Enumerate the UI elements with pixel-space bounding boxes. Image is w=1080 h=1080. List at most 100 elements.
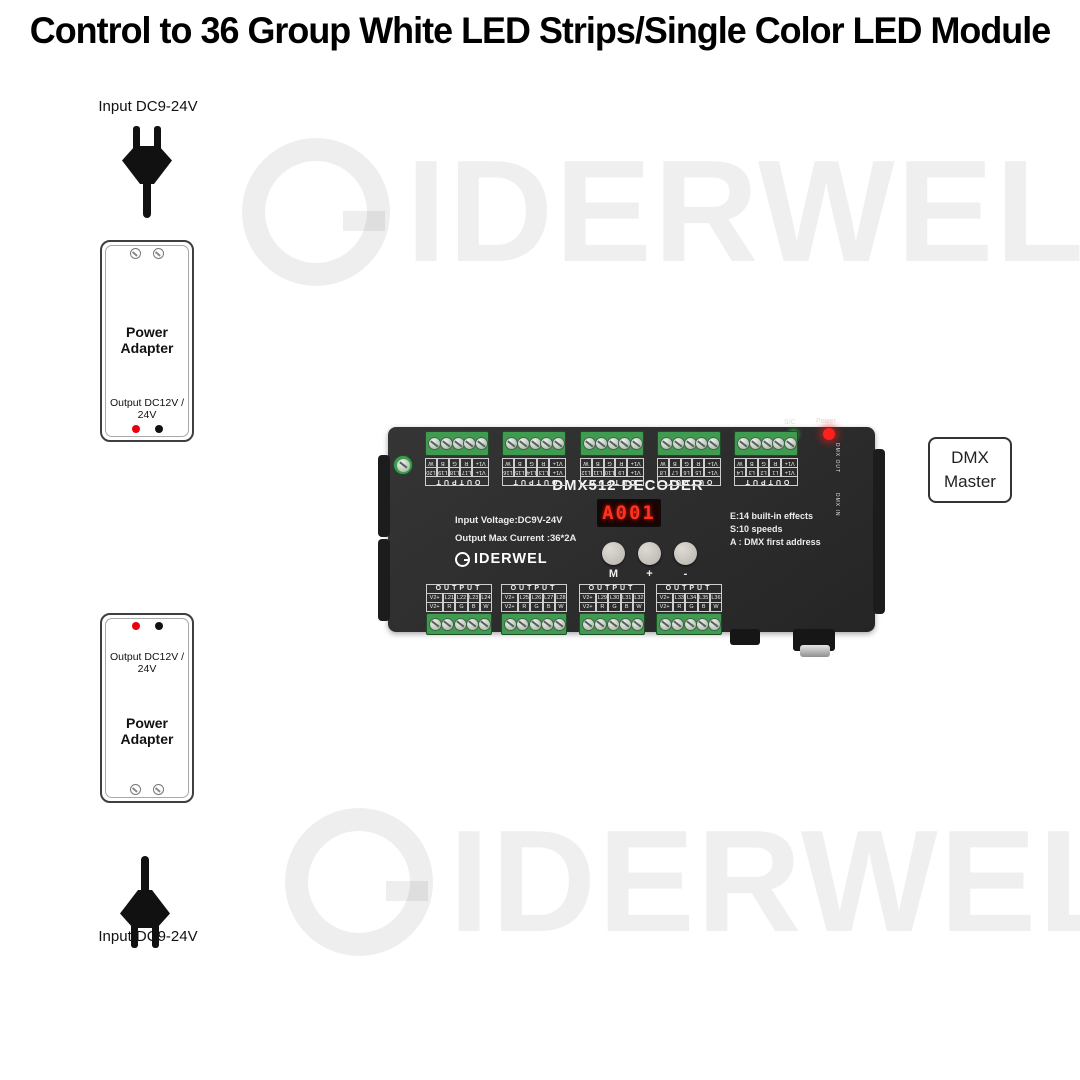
note-address: A : DMX first address xyxy=(730,537,821,547)
brand-g-icon xyxy=(455,551,470,567)
channels-cell: V1+ xyxy=(781,467,798,476)
terminal-screw-icon xyxy=(478,617,491,631)
screw-terminal xyxy=(153,248,164,259)
signals-cell: V1+ xyxy=(549,458,566,467)
terminal-screw-icon xyxy=(784,437,797,450)
signals-cell: W xyxy=(734,458,746,467)
terminal-screw-icon xyxy=(671,617,685,631)
power-plug-icon xyxy=(122,126,172,218)
channels-cell: L10 xyxy=(603,467,616,476)
watermark-bottom: IDERWEL xyxy=(285,798,1080,965)
signals-cell: G xyxy=(680,458,693,467)
output-header-label: OUTPUT xyxy=(657,476,721,486)
channels-cell: V2+ xyxy=(501,594,519,603)
adapter-output-label: Output DC12V / 24V xyxy=(109,651,185,675)
terminal-screw-icon xyxy=(465,617,479,631)
side-port-out-label: DMX OUT xyxy=(834,443,840,474)
brand-text: IDERWEL xyxy=(474,551,548,567)
terminal-screw-icon xyxy=(748,437,762,450)
vplus-terminal xyxy=(132,622,140,630)
signals-cell: B xyxy=(513,458,526,467)
channels-cell: L3 xyxy=(745,467,758,476)
channels-cell: L28 xyxy=(554,594,568,603)
terminal-screw-icon xyxy=(552,437,565,450)
signals-cell: R xyxy=(692,458,705,467)
screw-terminal xyxy=(130,784,141,795)
output-terminal-bottom xyxy=(579,613,645,635)
note-speeds: S:10 speeds xyxy=(730,524,783,534)
signals-cell: V2+ xyxy=(501,603,519,612)
channels-cell: L23 xyxy=(467,594,480,603)
brand-ring-icon xyxy=(285,807,433,956)
button-minus-label: - xyxy=(683,568,688,580)
input-voltage-label-bottom: Input DC9-24V xyxy=(98,928,198,945)
channels-cell: L12 xyxy=(580,467,592,476)
terminal-screw-icon xyxy=(594,617,608,631)
power-led-label: Power xyxy=(816,418,836,425)
side-port-in-label: DMX IN xyxy=(834,493,840,517)
channels-cell: L15 xyxy=(513,467,526,476)
adapter-output-label: Output DC12V / 24V xyxy=(109,397,185,421)
signals-cell: G xyxy=(525,458,538,467)
signals-cell: V2+ xyxy=(656,603,674,612)
signals-cell: G xyxy=(455,603,468,612)
channels-cell: L8 xyxy=(657,467,669,476)
output-header-label: OUTPUT xyxy=(425,476,489,486)
mount-flange xyxy=(378,455,390,537)
signals-cell: R xyxy=(460,458,473,467)
signals-cell: R xyxy=(518,603,531,612)
channels-cell: L32 xyxy=(632,594,646,603)
dmx-master-line1: DMX xyxy=(951,448,989,467)
signals-cell: G xyxy=(608,603,621,612)
output-header-label: OUTPUT xyxy=(502,476,566,486)
channels-cell: V1+ xyxy=(549,467,566,476)
vminus-terminal xyxy=(155,622,163,630)
output-terminal-top xyxy=(580,431,644,456)
terminal-screw-icon xyxy=(475,437,488,450)
output-header-label: OUTPUT xyxy=(501,584,567,594)
channels-cell: L13 xyxy=(537,467,550,476)
signals-cell: B xyxy=(436,458,449,467)
channels-cell: L14 xyxy=(525,467,538,476)
channels-cell: V2+ xyxy=(656,594,674,603)
output-current-spec: Output Max Current :36*2A xyxy=(455,533,577,544)
channels-cell: L17 xyxy=(460,467,473,476)
terminal-screw-icon xyxy=(683,617,697,631)
signals-cell: G xyxy=(757,458,770,467)
note-effects: E:14 built-in effects xyxy=(730,511,814,521)
output-header-label: OUTPUT xyxy=(656,584,722,594)
output-terminal-bottom xyxy=(501,613,567,635)
terminal-screw-icon xyxy=(582,617,595,631)
signals-cell: R xyxy=(769,458,782,467)
signals-cell: B xyxy=(697,603,710,612)
terminal-screw-icon xyxy=(504,617,517,631)
channels-cell: L22 xyxy=(455,594,468,603)
watermark-text: IDERWEL xyxy=(406,130,1080,292)
signals-cell: W xyxy=(657,458,669,467)
signals-cell: G xyxy=(685,603,698,612)
channels-cell: L9 xyxy=(615,467,628,476)
channels-cell: L34 xyxy=(685,594,698,603)
screw-terminal xyxy=(153,784,164,795)
button-mode xyxy=(602,542,625,565)
channels-cell: V1+ xyxy=(627,467,644,476)
signals-cell: G xyxy=(530,603,543,612)
terminal-screw-icon xyxy=(453,617,467,631)
